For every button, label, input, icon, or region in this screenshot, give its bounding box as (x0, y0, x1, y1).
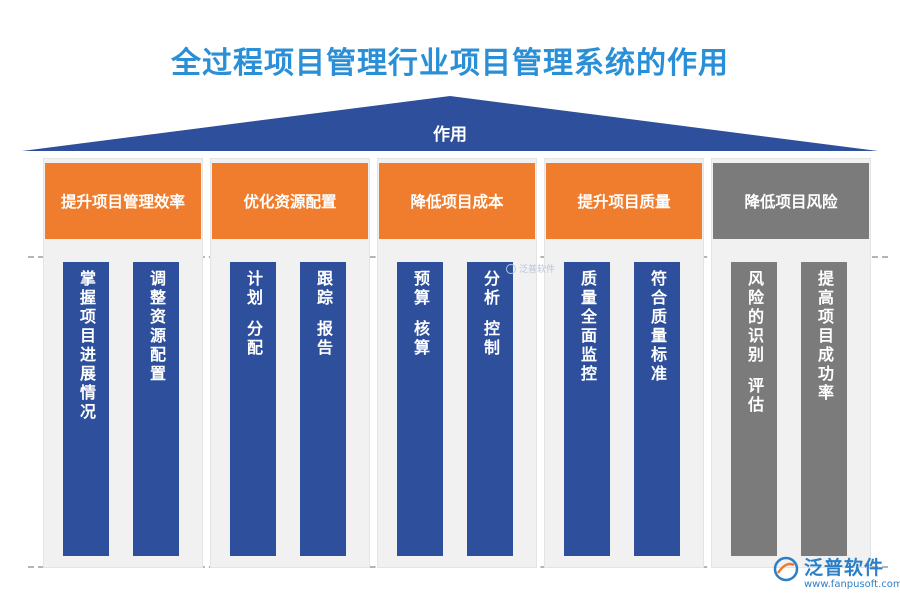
bar-label: 调整资源配置 (147, 270, 166, 384)
brand-name: 泛普软件 (804, 557, 885, 579)
pillar-5-bar-1: 风险的识别评估 (731, 262, 777, 556)
fanpu-logo-icon (506, 264, 516, 274)
pillar-5-header: 降低项目风险 (713, 163, 869, 239)
brand-logo: 泛普软件 www.fanpusoft.com (772, 553, 900, 599)
roof-label: 作用 (433, 125, 467, 145)
pillar-3-header: 降低项目成本 (379, 163, 535, 239)
bar-label: 提高项目成功率 (815, 270, 834, 403)
bar-label: 计划 (244, 270, 263, 308)
brand-url: www.fanpusoft.com (804, 579, 900, 590)
bar-label: 符合质量标准 (648, 270, 667, 384)
bar-label: 评估 (745, 377, 764, 415)
bar-label: 预算 (411, 270, 430, 308)
watermark-small-text: 泛普软件 (519, 265, 556, 275)
pillar-3-bar-1: 预算核算 (397, 262, 443, 556)
bar-label: 风险的识别 (745, 270, 764, 365)
pillar-4-bar-1: 质量全面监控 (564, 262, 610, 556)
watermark-small: 泛普软件 (506, 262, 555, 275)
bar-label: 分配 (244, 320, 263, 358)
pillar-3-bar-2: 分析控制 (467, 262, 513, 556)
pillar-1-header: 提升项目管理效率 (45, 163, 201, 239)
pillar-1-bar-1: 掌握项目进展情况 (63, 262, 109, 556)
roof (22, 96, 878, 151)
pillar-1-bar-2: 调整资源配置 (133, 262, 179, 556)
bar-label: 控制 (481, 320, 500, 358)
bar-label: 跟踪 (314, 270, 333, 308)
pillar-4-header: 提升项目质量 (546, 163, 702, 239)
bar-label: 报告 (314, 320, 333, 358)
pillar-5-bar-2: 提高项目成功率 (801, 262, 847, 556)
pillar-2-bar-1: 计划分配 (230, 262, 276, 556)
bar-label: 质量全面监控 (578, 270, 597, 384)
bar-label: 分析 (481, 270, 500, 308)
diagram-title: 全过程项目管理行业项目管理系统的作用 (171, 46, 729, 81)
bar-label: 核算 (411, 320, 430, 358)
pillar-4-bar-2: 符合质量标准 (634, 262, 680, 556)
pillar-2-header: 优化资源配置 (212, 163, 368, 239)
bar-label: 掌握项目进展情况 (77, 270, 96, 422)
pillar-2-bar-2: 跟踪报告 (300, 262, 346, 556)
fanpu-logo-icon (773, 556, 799, 582)
